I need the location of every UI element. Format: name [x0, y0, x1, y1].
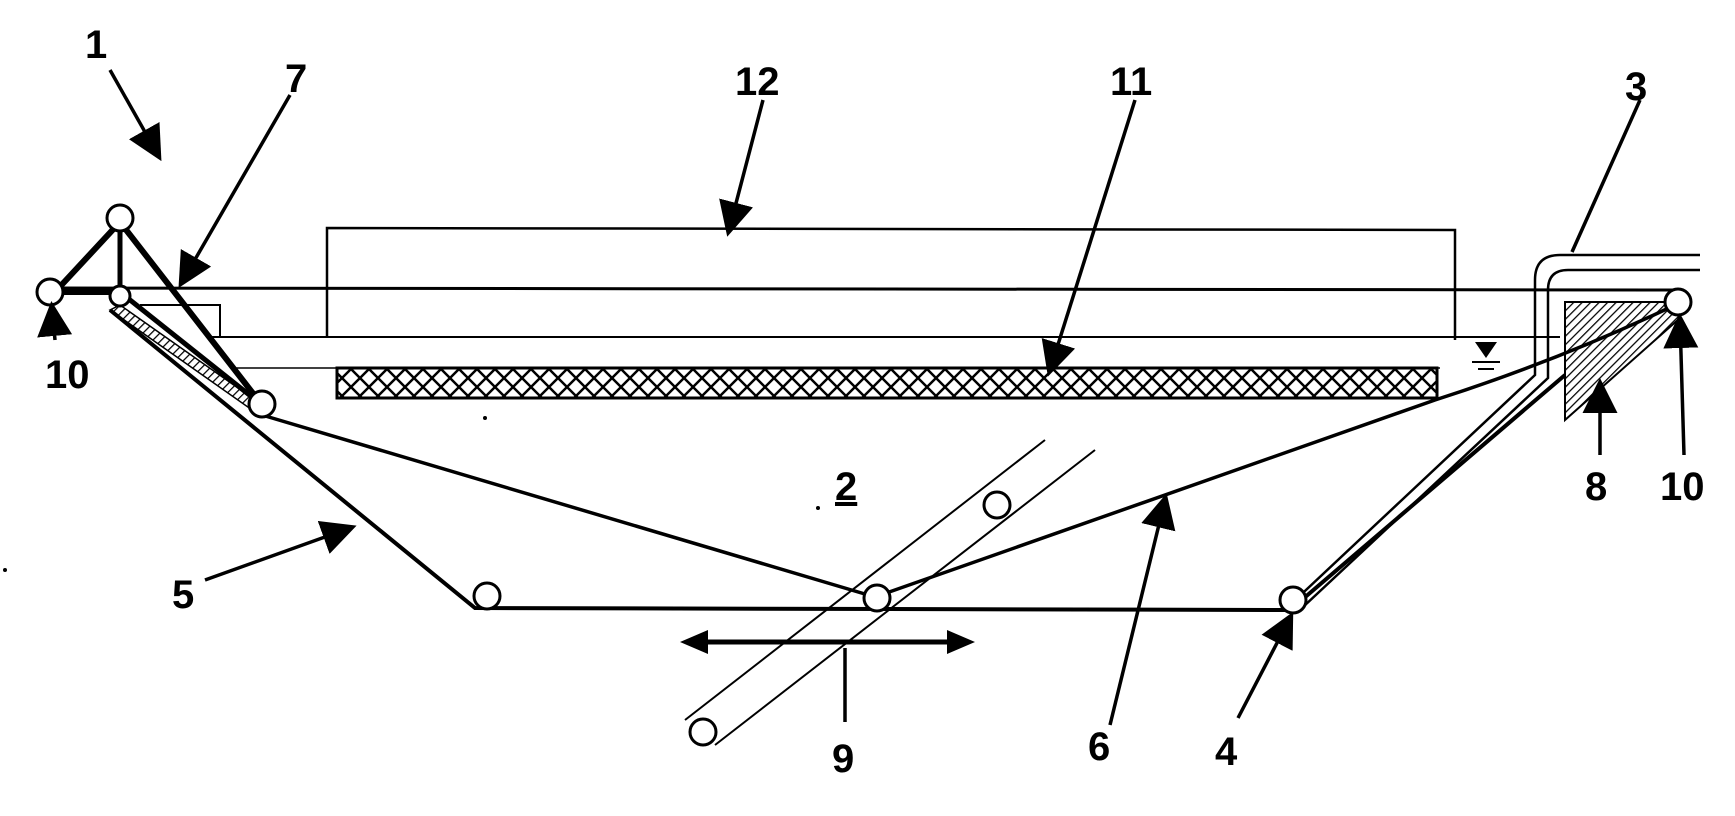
roller-bottom-left: [472, 581, 502, 611]
label-8: 8: [1585, 465, 1607, 509]
block-8: [1564, 301, 1681, 423]
label-6: 6: [1088, 725, 1110, 769]
movement-arrow-right-head: [947, 630, 975, 654]
pulley-10-right: [1663, 287, 1693, 317]
stray-dot-1: [483, 416, 487, 420]
water-level-symbol: [1475, 342, 1497, 358]
roller-4: [1278, 585, 1308, 615]
stray-dot-3: [3, 568, 7, 572]
roller-pipe-9-end: [688, 717, 718, 747]
cable-6: [874, 303, 1676, 599]
leader-1: [108, 69, 162, 162]
label-11: 11: [1110, 60, 1152, 104]
left-slope-lining: [108, 304, 267, 413]
leader-4: [1236, 611, 1294, 719]
leader-12: [719, 99, 765, 237]
roller-9-center: [862, 583, 892, 613]
left-small-box: [140, 304, 221, 337]
pulley-slope-top: [247, 389, 277, 419]
label-7: 7: [285, 57, 307, 101]
label-10-right: 10: [1660, 465, 1705, 509]
leader-6: [1108, 493, 1176, 726]
pipe-9-lower: [714, 449, 1096, 746]
leader-11: [1041, 99, 1137, 377]
stray-dot-2: [816, 506, 820, 510]
label-4: 4: [1215, 730, 1238, 774]
label-9: 9: [832, 737, 854, 781]
pipe-3-outer: [1289, 253, 1700, 606]
pulley-frame-base: [108, 284, 132, 308]
label-12: 12: [735, 60, 780, 104]
label-1: 1: [85, 23, 107, 67]
label-5: 5: [172, 573, 194, 617]
pulley-top: [105, 203, 135, 233]
leader-10-left: [37, 301, 73, 341]
cable-left: [261, 413, 876, 599]
pipe-3-inner: [1302, 268, 1700, 608]
pulley-10-left: [35, 277, 65, 307]
roller-pipe-9-upper: [982, 490, 1012, 520]
leader-10-right: [1663, 313, 1699, 456]
leader-3: [1570, 99, 1642, 253]
leader-7: [178, 94, 292, 289]
pipe-9-upper: [684, 439, 1046, 721]
label-2: 2: [835, 465, 857, 509]
box-12: [325, 226, 1457, 340]
label-3: 3: [1625, 65, 1647, 109]
mat-11: [335, 366, 1439, 400]
label-10-left: 10: [45, 353, 90, 397]
left-frame-diagonal: [118, 290, 264, 407]
movement-arrow-left-head: [680, 630, 708, 654]
cable-7: [54, 286, 1676, 292]
leader-5: [204, 520, 357, 582]
